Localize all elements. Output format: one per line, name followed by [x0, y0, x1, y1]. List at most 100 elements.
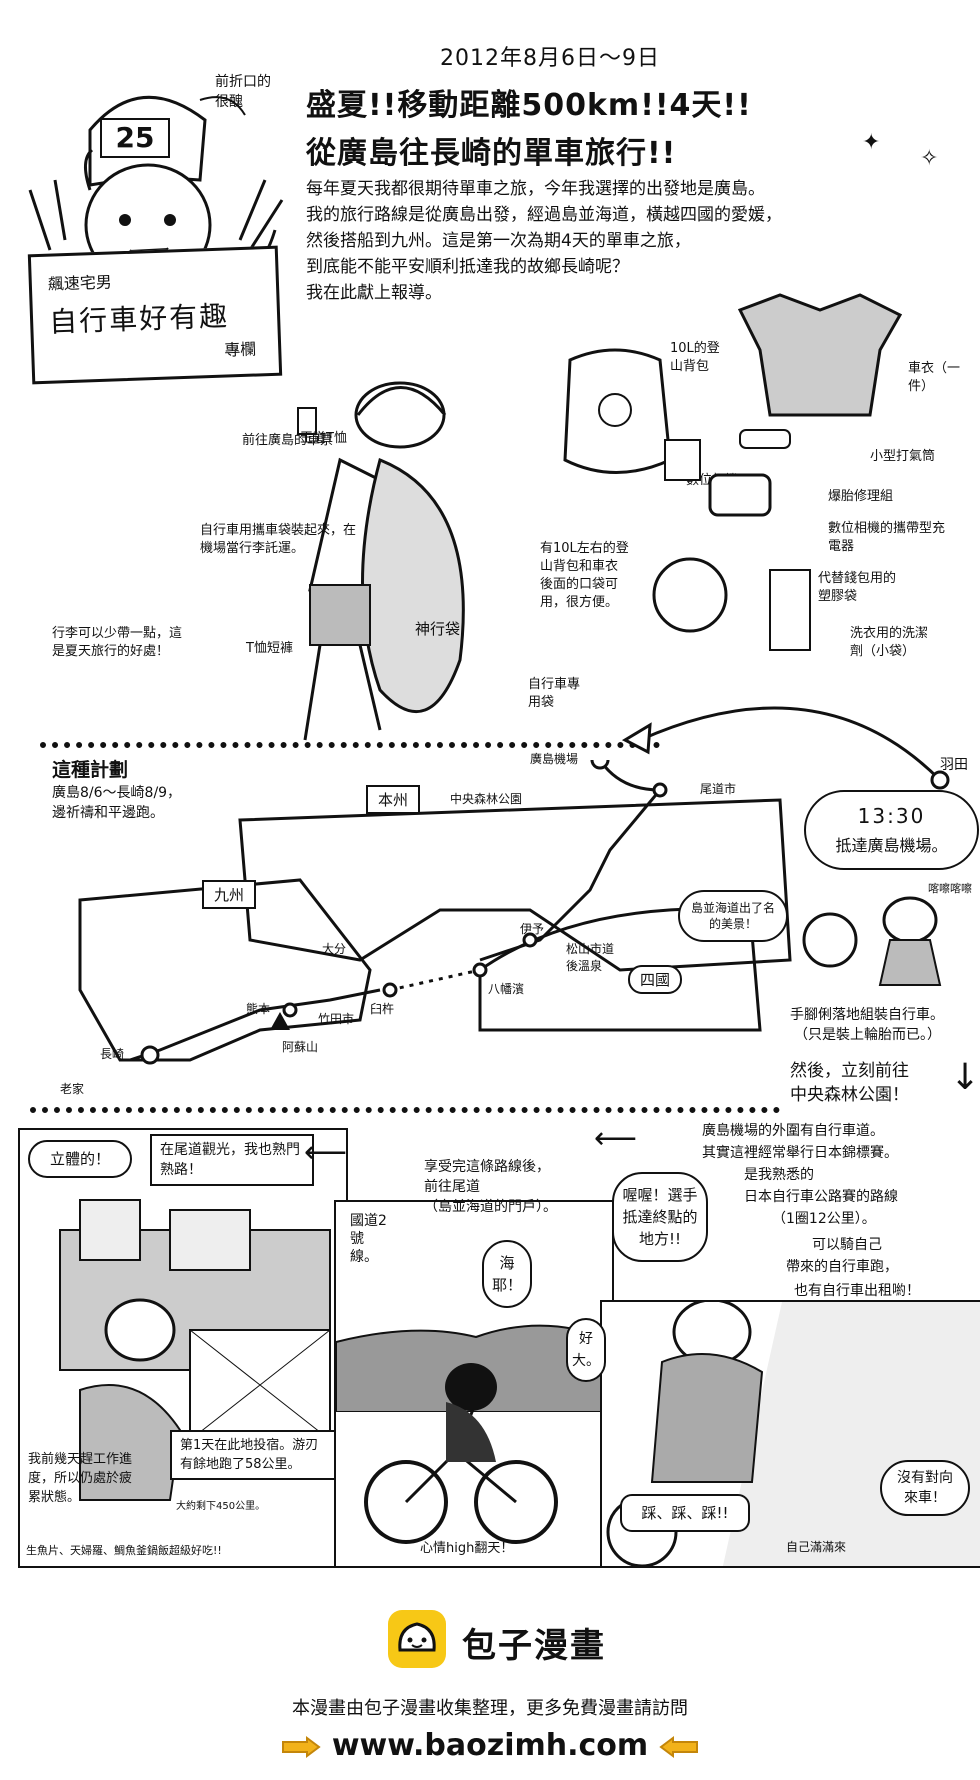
sign-title: 自行車好有趣: [48, 299, 230, 339]
panel2-route: 國道2號線。: [350, 1213, 387, 1265]
panel3-caption-line: 是我熟悉的: [744, 1167, 814, 1183]
pump-note: 小型打氣筒: [870, 449, 936, 464]
arrow-left-icon: ⟵: [304, 1135, 348, 1170]
tshirt-note: T恤短褲: [246, 641, 293, 656]
assemble-note-line1: 手腳俐落地組裝自行車。: [790, 1007, 944, 1023]
map-label-iyo: 伊予: [520, 922, 545, 936]
sign-column: 專欄: [223, 339, 257, 360]
arrival-bubble: 13:30 抵達廣島機場。: [804, 790, 979, 870]
plan-subtitle: 廣島8/6～長崎8/9， 邊祈禱和平邊跑。: [52, 783, 181, 823]
region-shikoku: 四國: [628, 965, 683, 994]
plan-subtitle-line: 邊祈禱和平邊跑。: [52, 805, 164, 821]
baozi-logo-icon: [388, 1610, 446, 1668]
plan-title: 這種計劃: [52, 759, 129, 781]
flight-arc: [621, 706, 950, 790]
detergent-note: 洗衣用的洗潔劑（小袋）: [850, 626, 929, 659]
footer-notice: 本漫畫由包子漫畫收集整理，更多免費漫畫請訪問: [292, 1698, 688, 1719]
map-label-aso: 阿蘇山: [282, 1040, 319, 1054]
map-label-hiroshima-airport: 廣島機場: [530, 752, 579, 766]
map-label-taketa: 竹田市: [318, 1012, 355, 1026]
bag-label: 自行車專用袋: [528, 677, 581, 710]
site-brand: 包子漫畫: [462, 1626, 606, 1666]
region-honshu: 本州: [366, 785, 421, 814]
sparkle-icon: ✦: [862, 130, 881, 155]
arrival-time: 13:30: [857, 804, 926, 828]
sparkle-icon: ✧: [920, 146, 939, 171]
plan-subtitle-line: 廣島8/6～長崎8/9，: [52, 785, 182, 801]
panel1-caption: 我前幾天趕工作進度，所以仍處於疲累狀態。: [28, 1452, 133, 1505]
next-line1: 然後，立刻前往: [790, 1061, 909, 1081]
map-label-yawatahama: 八幡濱: [488, 982, 525, 996]
trip-date: 2012年8月6日～9日: [440, 46, 660, 71]
map-label-kumamoto: 熊本: [246, 1002, 271, 1016]
arrow-down-icon: ↓: [950, 1057, 980, 1098]
map-label-home: 老家: [60, 1082, 85, 1096]
shimanami-bubble: 島並海道出了名的美景！: [678, 890, 788, 942]
map-label-onomichi: 尾道市: [700, 782, 737, 796]
panel3-steps-bubble: 踩、踩、踩!!: [620, 1494, 750, 1532]
site-url-link[interactable]: www.baozimh.com: [331, 1728, 649, 1763]
intro-line: 然後搭船到九州。這是第一次為期4天的單車之旅，: [306, 231, 691, 251]
panel3-caption-line: 其實這裡經常舉行日本錦標賽。: [702, 1145, 898, 1161]
intro-text: 每年夏天我都很期待單車之旅，今年我選擇的出發地是廣島。 我的旅行路線是從廣島出發…: [306, 176, 946, 306]
intro-line: 我的旅行路線是從廣島出發，經過島並海道，橫越四國的愛媛，: [306, 205, 782, 225]
repair-note: 爆胎修理組: [828, 489, 894, 504]
jersey-note: 車衣（一件）: [908, 361, 961, 394]
section-divider: [30, 1107, 780, 1113]
pointing-hand-left-icon: [658, 1735, 698, 1758]
bun-face-icon: [398, 1622, 436, 1652]
assemble-note-line2: （只是裝上輪胎而已。）: [794, 1027, 941, 1043]
onomichi-town-illustration: [59, 1199, 331, 1501]
panel3-nocar-bubble: 沒有對向來車！: [880, 1460, 970, 1516]
cycling-road-illustration: [336, 1324, 612, 1566]
ticket-note: 前往廣島的車票: [242, 433, 334, 448]
panel2-sea-bubble: 海耶！: [482, 1240, 532, 1308]
pointing-hand-right-icon: [282, 1735, 322, 1758]
map-label-nagasaki: 長崎: [100, 1047, 125, 1061]
head-note: 前折口的很醜: [215, 74, 271, 110]
panel1-bubble-tour: 在尾道觀光，我也熟門熟路！: [150, 1134, 314, 1186]
page-title-line2: 從廣島往長崎的單車旅行!!: [306, 136, 677, 171]
cap-number-tag: 25: [100, 118, 170, 158]
route-map: [78, 760, 792, 1065]
assembling-bike-illustration: [802, 896, 942, 986]
panel1-day-note: 第1天在此地投宿。游刃有餘地跑了58公里。: [170, 1430, 340, 1480]
intro-line: 每年夏天我都很期待單車之旅，今年我選擇的出發地是廣島。: [306, 179, 765, 199]
panel3-caption-line: 廣島機場的外圍有自行車道。: [702, 1123, 884, 1139]
arrival-text: 抵達廣島機場。: [835, 836, 948, 855]
backpack-note: 有10L左右的登山背包和車衣後面的口袋可用，很方便。: [540, 541, 629, 610]
section-divider: [40, 742, 660, 748]
page-title-line1: 盛夏!!移動距離500km!!4天!!: [306, 88, 752, 123]
panel3-caption-line: （1圈12公里）。: [772, 1211, 876, 1227]
panel3-big-bubble: 好大。: [566, 1318, 606, 1382]
panel3-caption-line: 也有自行車出租喲！: [794, 1283, 920, 1299]
map-label-usuki: 臼杵: [370, 1002, 395, 1016]
column-sign: 飆速宅男 自行車好有趣 專欄: [27, 245, 283, 385]
panel1-food: 生魚片、天婦羅、鯛魚釜鍋飯超級好吃!!: [26, 1544, 222, 1557]
gear-items-illustration: [652, 429, 811, 651]
map-label-haneda: 羽田: [940, 757, 968, 773]
luggage-note: 行李可以少帶一點，這是夏天旅行的好處！: [52, 626, 183, 659]
jersey-illustration: [737, 293, 903, 417]
panel3-caption-line: 帶來的自行車跑，: [786, 1259, 898, 1275]
wallet-note: 代替錢包用的塑膠袋: [818, 571, 897, 604]
cyclist-with-bag-illustration: [297, 381, 465, 741]
region-kyushu: 九州: [202, 880, 257, 909]
assemble-fx: 喀嚓喀嚓: [928, 882, 972, 895]
panel3-caption-line: 可以騎自己: [812, 1237, 882, 1253]
map-label-oita: 大分: [322, 942, 347, 956]
bag-note: 自行車用攜車袋裝起來，在機場當行李託運。: [200, 523, 357, 556]
shirt-label: 王道T恤: [300, 431, 347, 446]
comic-panel-onomichi: 立體的！ 在尾道觀光，我也熟門熟路！ 第1天在此地投宿。游刃有餘地跑了58公里。…: [18, 1128, 348, 1568]
map-label-chuo-park: 中央森林公園: [450, 792, 523, 806]
bag-print: 神行袋: [415, 620, 461, 638]
footer-url-row: www.baozimh.com: [0, 1728, 980, 1763]
backpack-label: 10L的登山背包: [670, 341, 720, 374]
panel2-caption-line3: （島並海道的門戶）。: [424, 1199, 557, 1215]
panel1-bubble-stereo: 立體的！: [28, 1140, 132, 1178]
arrow-left-icon: ⟵: [594, 1121, 638, 1156]
panel2-caption-line1: 享受完這條路線後，: [424, 1159, 550, 1175]
charger-note: 數位相機的攜帶型充電器: [828, 521, 946, 554]
comic-panel-route2: [334, 1200, 614, 1568]
